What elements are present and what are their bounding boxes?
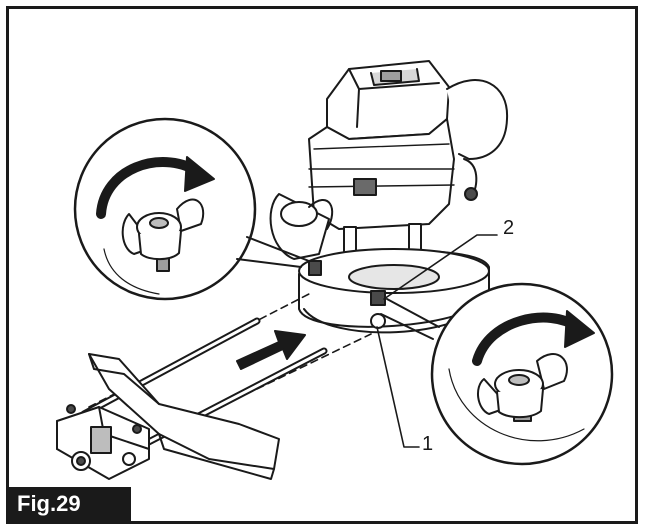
callout-number-2: 2: [503, 217, 515, 239]
figure-frame: 2 1 Fig.29: [6, 6, 638, 524]
rotate-arrow-left: [96, 157, 202, 219]
detail-circle-right: [380, 282, 614, 466]
wing-nut-small-left: [308, 260, 322, 276]
straight-guide: [56, 353, 280, 480]
router-guide-illustration: [56, 60, 614, 480]
leader-line-1: [376, 326, 420, 448]
wing-nut-small-right: [370, 290, 386, 329]
leader-line-2: [383, 234, 498, 300]
figure-label: Fig.29: [9, 487, 131, 521]
callout-number-1: 1: [422, 433, 434, 455]
detail-circle-left: [73, 117, 310, 301]
router-body: [269, 60, 509, 334]
insert-direction-arrow: [236, 330, 306, 370]
